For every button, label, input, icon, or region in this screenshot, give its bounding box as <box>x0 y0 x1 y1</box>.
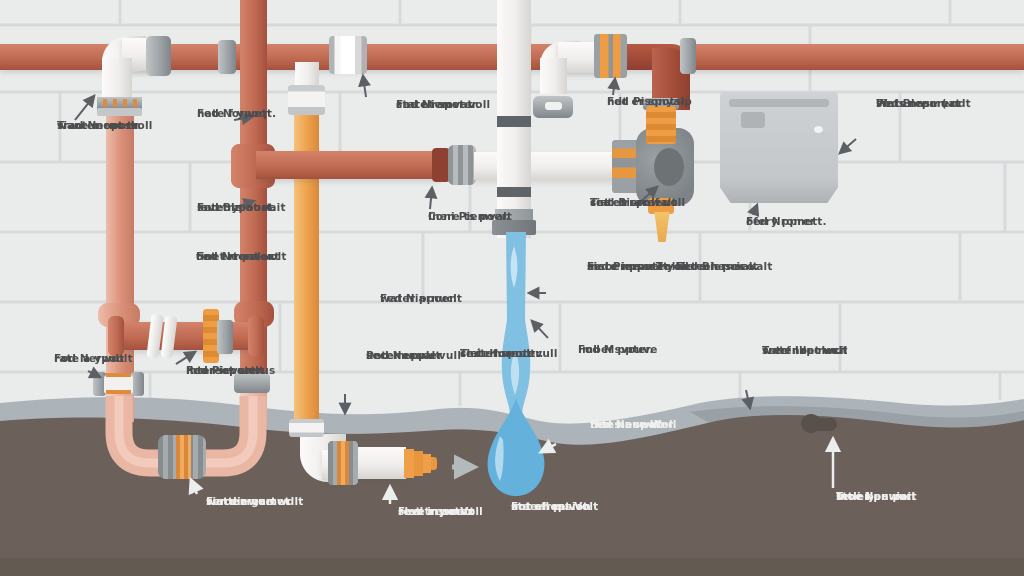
drop-pipe-coupling-upper <box>495 209 533 222</box>
bolted-coupling-orange-bottom <box>106 390 131 394</box>
center-elbow-drop <box>540 58 567 94</box>
right-riser-coupling <box>234 373 270 393</box>
right-pipe-coupling-ring <box>680 38 696 74</box>
top-red-pipe-right <box>690 44 1024 70</box>
left-flange-lip <box>97 108 142 116</box>
top-pipe-chrome-coupling <box>329 36 367 74</box>
bridge-collar-left <box>108 316 124 356</box>
valve-top-connector <box>646 106 676 144</box>
utility-box-slot <box>729 99 829 107</box>
bolted-coupling-band <box>104 375 133 394</box>
soil-leak-blob-tail <box>812 418 837 431</box>
flange-bolt <box>123 99 127 107</box>
middle-red-pipe <box>256 151 440 179</box>
flange-bolt <box>113 99 117 107</box>
elbow-orange-coupling <box>594 34 627 78</box>
utility-box-panel <box>741 112 765 128</box>
valve-body-core <box>654 148 684 186</box>
spigot-nozzle-rib <box>404 449 414 478</box>
spigot-coupling-orange <box>337 441 349 485</box>
orange-riser-top-coupling <box>288 85 325 115</box>
bolted-coupling-right-block <box>131 372 144 396</box>
drop-pipe-band-upper <box>497 116 531 127</box>
soil-bottom-band <box>0 558 1024 576</box>
bridge-pipe <box>112 322 260 350</box>
pipe-union-ring <box>146 36 171 76</box>
bridge-collar-right <box>248 316 264 356</box>
valve-drip-nozzle <box>654 212 670 242</box>
drop-pipe-coupling-lower <box>492 220 536 235</box>
spigot-nozzle-rib <box>423 454 431 473</box>
bridge-valve-body <box>217 320 233 354</box>
drop-pipe-band-lower <box>497 187 531 197</box>
u-trap-coupling-orange <box>176 435 191 479</box>
flange-bolt <box>133 99 137 107</box>
spigot-nozzle-tip <box>431 457 437 470</box>
utility-box <box>720 92 838 203</box>
flange-bolt <box>103 99 107 107</box>
spigot-pipe <box>352 447 406 479</box>
left-flange-plate <box>97 97 142 110</box>
red-pipe-end-cap <box>432 148 450 182</box>
bolted-coupling-orange-top <box>106 373 131 377</box>
bridge-valve-orange <box>203 309 219 363</box>
pipe-coupling-ring <box>218 40 236 74</box>
pipe-clamp-slot <box>545 102 562 110</box>
left-elbow-drop <box>102 58 132 104</box>
union-nut <box>448 145 476 185</box>
orange-riser-buried-ring <box>289 419 324 437</box>
utility-box-led <box>814 126 823 133</box>
spigot-nozzle-rib <box>414 451 423 476</box>
